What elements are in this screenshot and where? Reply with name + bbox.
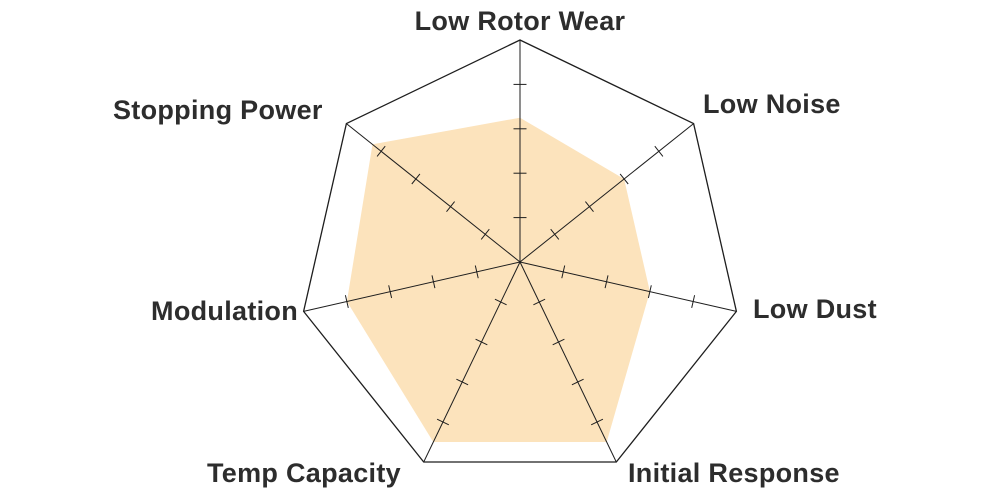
axis-label-initial-response: Initial Response bbox=[628, 458, 840, 488]
axis-label-low-rotor-wear: Low Rotor Wear bbox=[414, 6, 626, 36]
axis-label-low-noise: Low Noise bbox=[703, 89, 841, 119]
axis-label-modulation: Modulation bbox=[151, 296, 298, 326]
axis-label-low-dust: Low Dust bbox=[753, 294, 877, 324]
axis-label-temp-capacity: Temp Capacity bbox=[207, 458, 401, 488]
axis-label-stopping-power: Stopping Power bbox=[113, 95, 323, 125]
